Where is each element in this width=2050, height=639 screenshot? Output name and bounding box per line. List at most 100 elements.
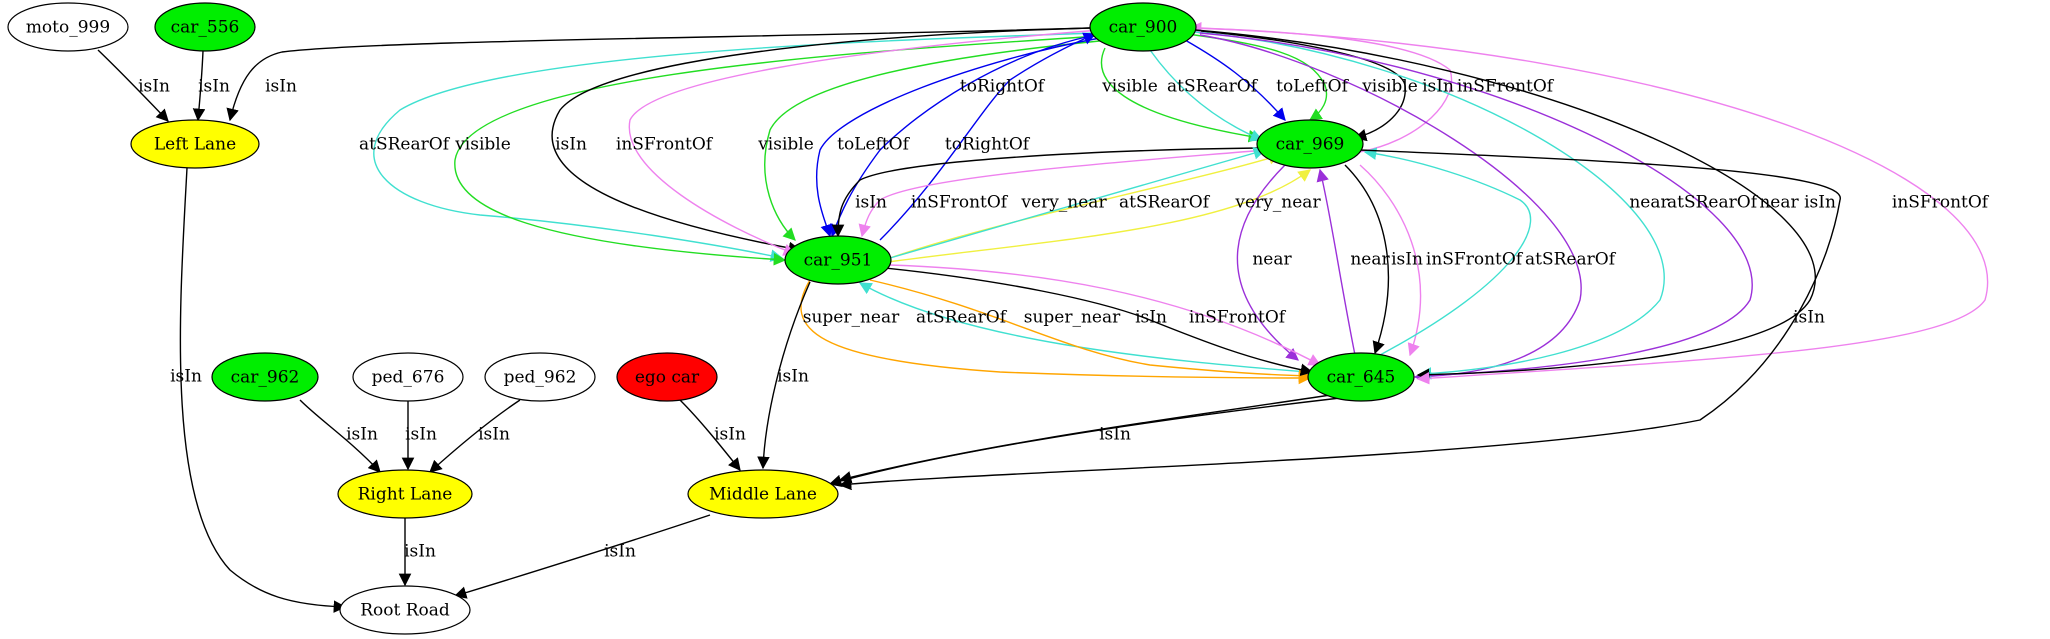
node-label: car_900 [1109,18,1178,38]
edge-label: inSFrontOf [616,135,714,155]
edge-isin [838,149,1841,491]
node-ellipse [1307,352,1415,402]
node-car-645: car_645 [1307,352,1415,402]
edges-layer [97,22,1989,613]
edge-label: toRightOf [960,77,1046,97]
node-car-900: car_900 [1089,2,1197,52]
node-label: ego car [635,368,700,388]
edge-isin [884,267,1314,377]
edge-label: isIn [1804,193,1836,213]
edge-insfrontof [1359,164,1422,357]
edge-torightof [830,34,1096,238]
edge-near [1316,168,1356,356]
edge-very-near [889,152,1282,259]
edge-visible [1179,32,1328,121]
node-car-962: car_962 [211,352,319,402]
node-moto-999: moto_999 [7,2,129,52]
edge-label: toRightOf [945,135,1031,155]
edge-label: toLeftOf [1276,77,1349,97]
node-ellipse [484,352,596,402]
node-ped-676: ped_676 [352,352,464,402]
node-label: Left Lane [154,135,236,155]
edge-isin [453,514,711,599]
edge-toleftof [1184,39,1286,121]
edge-label: isIn [1391,250,1423,270]
edge-insfrontof [628,29,1101,256]
node-ellipse [784,235,892,285]
edge-isin [179,167,347,613]
edge-insfrontof [858,149,1266,238]
edge-isin [429,399,521,473]
edge-toleftof [816,37,1101,238]
edge-label: isIn [855,193,887,213]
node-ellipse [687,469,839,519]
node-car-969: car_969 [1256,119,1364,169]
node-root-road: Root Road [339,585,471,635]
node-ellipse [130,119,260,169]
edge-label: inSFrontOf [1892,193,1990,213]
edge-label: isIn [346,425,378,445]
edge-label: toLeftOf [837,135,910,155]
edge-label: isIn [555,135,587,155]
edge-super-near [800,279,1312,385]
node-left-lane: Left Lane [130,119,260,169]
edge-super-near [869,279,1312,383]
node-ellipse [337,469,473,519]
node-ellipse [154,2,256,52]
edge-label: isIn [714,425,746,445]
edge-insfrontof [1199,27,1989,385]
node-ellipse [616,352,718,402]
edge-label: isIn [170,367,202,387]
edge-label: visible [454,135,511,155]
edge-label: near [1252,250,1292,270]
node-ellipse [7,2,129,52]
edge-atsrearof [889,147,1267,259]
edge-isin [551,27,1091,255]
edge-label: super_near [1024,308,1121,328]
node-ego-car: ego car [616,352,718,402]
node-ellipse [339,585,471,635]
edge-label: visible [1361,77,1418,97]
node-middle-lane: Middle Lane [687,469,839,519]
node-label: car_556 [171,18,240,38]
edge-isin [192,50,206,122]
edge-isin [97,49,169,122]
edge-label: atSRearOf [1667,193,1759,213]
edge-visible [1100,47,1262,143]
edge-isin [757,281,811,470]
edge-label: inSFrontOf [911,193,1009,213]
edge-label: inSFrontOf [1457,77,1555,97]
edge-label: inSFrontOf [1189,308,1287,328]
node-label: car_645 [1327,368,1396,388]
node-label: Middle Lane [709,485,817,505]
node-ellipse [352,352,464,402]
node-label: Right Lane [358,485,453,505]
edge-isin [1344,164,1390,355]
edge-label: near [1350,250,1390,270]
node-ellipse [1089,2,1197,52]
node-ped-962: ped_962 [484,352,596,402]
edge-isin [299,399,381,473]
node-car-951: car_951 [784,235,892,285]
edge-label: isIn [138,77,170,97]
node-label: car_962 [231,368,300,388]
edge-label: isIn [604,542,636,562]
edge-insfrontof [889,264,1322,366]
node-car-556: car_556 [154,2,256,52]
node-ellipse [1256,119,1364,169]
edge-label: atSRearOf [916,308,1008,328]
edge-label: visible [1101,77,1158,97]
edge-label: super_near [803,308,900,328]
node-label: ped_676 [372,368,445,388]
edge-near [1236,164,1299,361]
node-right-lane: Right Lane [337,469,473,519]
node-label: car_951 [804,251,873,271]
edge-label: atSRearOf [1525,250,1617,270]
edge-atsrearof [1149,49,1264,142]
edge-isin [679,399,741,471]
edge-label: isIn [404,542,436,562]
edge-isin [1194,29,1817,381]
edge-label: very_near [1234,193,1321,213]
